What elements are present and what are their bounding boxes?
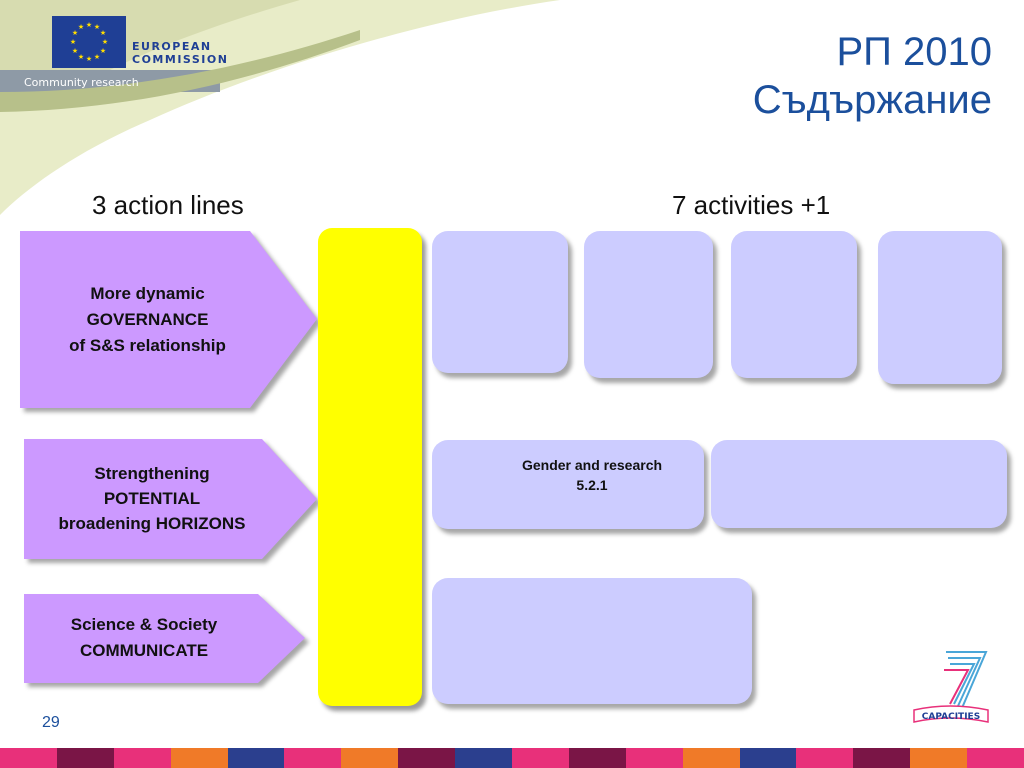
footer-stripe-segment [625,748,683,768]
left-column-heading: 3 action lines [92,190,244,220]
right-column-heading: 7 activities +1 [672,190,831,220]
action-line-1-text-2: GOVERNANCE [86,310,209,329]
svg-text:★: ★ [78,53,84,61]
activity-box-6 [711,440,1007,528]
eu-flag-icon: ★★★ ★★★ ★★★ ★★★ [52,16,126,68]
footer-stripe-segment [568,748,626,768]
svg-text:★: ★ [86,55,92,63]
slide-title: РП 2010 Съдържание [753,28,992,124]
footer-stripe-segment [341,748,399,768]
svg-text:★: ★ [72,47,78,55]
action-line-1-text-3: of S&S relationship [69,336,226,355]
footer-stripe-segment [910,748,968,768]
gender-research-title: Gender and research [521,457,663,473]
action-line-2-text-1: Strengthening [94,464,210,483]
activity-box-7 [432,578,752,704]
action-line-3-text-1: Science & Society [70,615,218,634]
capacities-text: CAPACITIES [922,712,980,722]
svg-text:★: ★ [100,29,106,37]
footer-stripe-segment [284,748,342,768]
activity-box-2 [584,231,713,378]
fp7-capacities-logo: CAPACITIES [910,648,992,726]
footer-stripe-segment [56,748,114,768]
svg-text:★: ★ [70,38,76,46]
footer-stripe-segment [512,748,569,768]
footer-stripe-segment [170,748,228,768]
activity-box-4 [878,231,1002,384]
footer-stripe-segment [398,748,456,768]
footer-stripe-segment [682,748,740,768]
title-line2: Съдържание [752,78,992,122]
action-line-arrow-3: Science & Society COMMUNICATE [24,594,308,683]
page-number: 29 [42,714,60,731]
activity-box-3 [731,231,857,378]
title-line1: РП 2010 [836,30,992,74]
gender-research-code: 5.2.1 [576,477,608,493]
footer-stripe-segment [967,748,1024,768]
action-line-2-text-3: broadening HORIZONS [58,514,246,533]
eu-logo-text-line1: EUROPEAN [132,40,212,53]
action-line-1-text-1: More dynamic [90,284,205,303]
community-research-label: Community research [24,76,139,89]
svg-text:★: ★ [94,53,100,61]
svg-text:★: ★ [102,38,108,46]
svg-text:★: ★ [94,23,100,31]
footer-stripe-segment [796,748,854,768]
eu-logo-text: EUROPEAN COMMISSION [132,40,228,66]
svg-text:★: ★ [78,23,84,31]
footer-stripe-segment [739,748,797,768]
svg-text:★: ★ [72,29,78,37]
footer-stripe-segment [853,748,911,768]
action-line-arrow-2: Strengthening POTENTIAL broadening HORIZ… [24,439,320,559]
footer-color-stripe [0,748,1024,768]
activity-box-gender: Gender and research 5.2.1 [432,440,704,529]
footer-stripe-segment [0,748,57,768]
footer-stripe-segment [113,748,171,768]
svg-text:★: ★ [86,21,92,29]
svg-text:★: ★ [100,47,106,55]
footer-stripe-segment [455,748,513,768]
yellow-connector-bar [318,228,422,706]
footer-stripe-segment [227,748,285,768]
action-line-arrow-1: More dynamic GOVERNANCE of S&S relations… [20,231,320,408]
eu-logo: ★★★ ★★★ ★★★ ★★★ EUROPEAN COMMISSION [50,14,227,74]
eu-logo-text-line2: COMMISSION [132,53,229,66]
activity-box-1 [432,231,568,373]
action-line-2-text-2: POTENTIAL [103,489,201,508]
action-line-3-text-2: COMMUNICATE [79,641,209,660]
